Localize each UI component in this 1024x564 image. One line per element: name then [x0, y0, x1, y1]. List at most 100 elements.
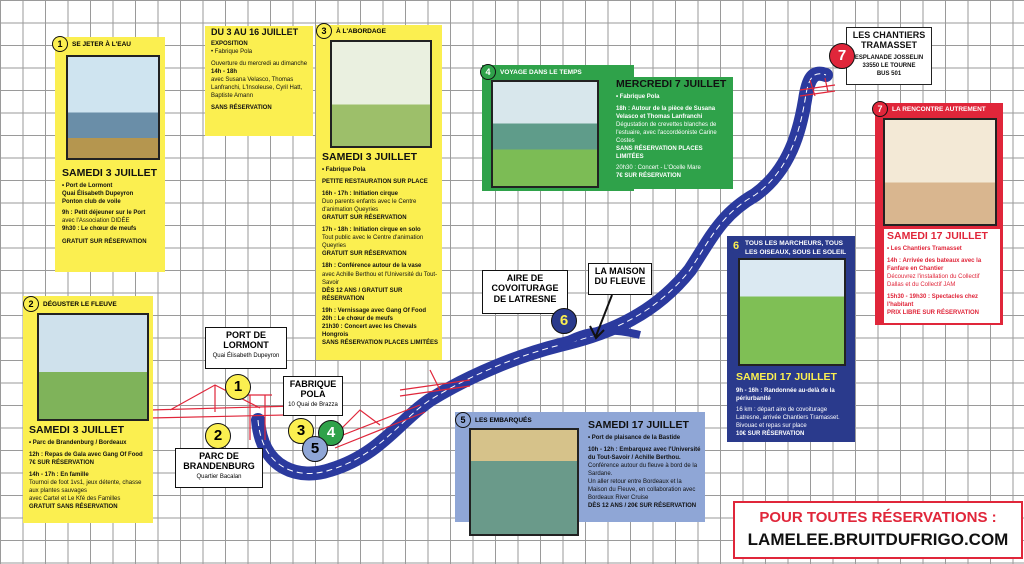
stop-1-line: Quai Élisabeth Dupeyron	[62, 190, 134, 197]
stop-2-line: • Parc de Brandenburg / Bordeaux	[29, 439, 127, 446]
stop-7-line: Découvrez l'installation du Collectif Da…	[887, 273, 980, 288]
stop-4-line: • Fabrique Pola	[616, 93, 660, 100]
stop-5-line: Un aller retour entre Bordeaux et la Mai…	[588, 479, 696, 502]
map-marker-1[interactable]: 1	[225, 374, 251, 400]
stop-3-line: PETITE RESTAURATION SUR PLACE	[322, 178, 428, 185]
reservation-heading: POUR TOUTES RÉSERVATIONS :	[759, 509, 997, 526]
stop-3-line: 18h : Conférence autour de la vase	[322, 263, 422, 270]
stop-4-line: Dégustation de crevettes blanches de l'e…	[616, 121, 717, 145]
label-parc-brandenburg: PARC DE BRANDENBURG Quartier Bacalan	[175, 448, 263, 488]
marker-badge-4: 4	[480, 64, 496, 80]
marker-badge-6: 6	[728, 238, 744, 254]
marker-badge-7: 7	[872, 101, 888, 117]
stop-3-line: DÈS 12 ANS / GRATUIT SUR RÉSERVATION	[322, 287, 403, 302]
bridge-tramasset	[799, 77, 836, 97]
illustration-lormont-port	[66, 55, 160, 160]
stop-5-line: DÈS 12 ANS / 20€ SUR RÉSERVATION	[588, 503, 697, 510]
chantiers-title: LES CHANTIERS TRAMASSET	[852, 30, 926, 50]
expo-line: avec Susana Velasco, Thomas Lanfranchi, …	[211, 77, 303, 100]
stop-7-line: • Les Chantiers Tramasset	[887, 245, 962, 252]
stop-6-date: SAMEDI 17 JUILLET	[736, 371, 837, 383]
chantiers-line: BUS 501	[876, 70, 902, 77]
stop-6-line: Bivouac et repas sur place	[736, 422, 807, 429]
stop-7-line: 14h : Arrivée des bateaux avec la Fanfar…	[887, 257, 982, 272]
stop-1-date: SAMEDI 3 JUILLET	[62, 167, 158, 179]
map-marker-5[interactable]: 5	[302, 436, 328, 462]
stop-1-line: 9h30 : Le chœur de meufs	[62, 226, 137, 233]
stop-2-line: avec Cartel et Le Kfé des Familles	[29, 496, 121, 503]
chantiers-line: ESPLANADE JOSSELIN	[854, 54, 924, 61]
label-fabrique-pola: FABRIQUE POLA 10 Quai de Brazza	[283, 376, 343, 416]
stop-2-line: Tournoi de foot 1vs1, jeux détente, chas…	[29, 479, 142, 495]
stop-2-tag: DÉGUSTER LE FLEUVE	[43, 301, 117, 308]
stop-2-date: SAMEDI 3 JUILLET	[29, 424, 125, 436]
stop-3-line: SANS RÉSERVATION PLACES LIMITÉES	[322, 340, 439, 347]
stop-1-tag: SE JETER À L'EAU	[72, 41, 131, 48]
stop-2-line: 12h : Repas de Gala avec Gang Of Food	[29, 451, 143, 458]
reservation-box: POUR TOUTES RÉSERVATIONS : LAMELEE.BRUIT…	[733, 501, 1023, 559]
stop-3-line: 19h : Vernissage avec Gang Of Food	[322, 307, 427, 314]
map-marker-6[interactable]: 6	[551, 308, 577, 334]
illustration-voyage-temps	[491, 80, 599, 188]
stop-4-line: 18h : Autour de la pièce de Susana Velas…	[616, 105, 716, 120]
stop-1-line: Ponton club de voile	[62, 198, 121, 205]
stop-4-text: MERCREDI 7 JUILLET • Fabrique Pola 18h :…	[613, 77, 733, 189]
stop-1-line: 9h : Petit déjeuner sur le Port	[62, 209, 146, 216]
illustration-fabrique-pola	[330, 40, 432, 148]
illustration-embarques	[469, 428, 579, 536]
stop-3-line: avec Achille Berthou et l'Université du …	[322, 271, 438, 286]
expo-subtitle: EXPOSITION	[211, 40, 248, 47]
label-pola-title: FABRIQUE POLA	[289, 379, 337, 400]
label-port-lormont: PORT DE LORMONT Quai Élisabeth Dupeyron	[205, 327, 287, 369]
stop-7-line: 15h30 - 19h30 : Spectacles chez l'habita…	[887, 294, 979, 309]
label-port-lormont-title: PORT DE LORMONT	[223, 330, 269, 351]
label-brandenburg-title: PARC DE BRANDENBURG	[183, 451, 255, 472]
label-maison-fleuve: LA MAISON DU FLEUVE	[588, 263, 652, 295]
label-port-lormont-sub: Quai Élisabeth Dupeyron	[212, 352, 280, 359]
map-marker-7[interactable]: 7	[829, 43, 855, 69]
marker-badge-1: 1	[52, 36, 68, 52]
expo-date: DU 3 AU 16 JUILLET	[211, 27, 299, 37]
stop-1-line: GRATUIT SUR RÉSERVATION	[62, 239, 147, 246]
expo-line: 14h - 18h	[211, 69, 238, 76]
stop-6-line: 16 km : départ aire de covoiturage Latre…	[736, 406, 840, 421]
stop-3-line: 20h : Le chœur de meufs	[322, 316, 394, 323]
map-marker-3[interactable]: 3	[288, 418, 314, 444]
stop-3-line: 21h30 : Concert avec les Chevals Hongroi…	[322, 324, 417, 339]
marker-badge-2: 2	[23, 296, 39, 312]
chantiers-tramasset-label: LES CHANTIERS TRAMASSET ESPLANADE JOSSEL…	[846, 27, 932, 85]
expo-panel	[205, 26, 313, 136]
stop-7-text: SAMEDI 17 JUILLET • Les Chantiers Tramas…	[884, 229, 1000, 323]
stop-1-line: • Port de Lormont	[62, 182, 113, 189]
stop-1-text: SAMEDI 3 JUILLET • Port de Lormont Quai …	[62, 167, 162, 246]
reservation-url[interactable]: LAMELEE.BRUITDUFRIGO.COM	[747, 530, 1009, 549]
chantiers-line: 33550 LE TOURNE	[862, 62, 916, 69]
stop-6-line: 10€ SUR RÉSERVATION	[736, 431, 805, 438]
stop-4-line: SANS RÉSERVATION PLACES LIMITÉES	[616, 146, 703, 161]
stop-2-line: 14h - 17h : En famille	[29, 471, 89, 478]
marker-badge-5: 5	[455, 412, 471, 428]
bridges	[149, 77, 836, 449]
label-covoit-title: AIRE DE COVOITURAGE DE LATRESNE	[491, 273, 559, 304]
stop-2-line: GRATUIT SANS RÉSERVATION	[29, 504, 118, 511]
stop-5-text: SAMEDI 17 JUILLET • Port de plaisance de…	[588, 419, 702, 510]
stop-3-line: 16h - 17h : Initiation cirque	[322, 190, 399, 197]
bridge-bastide	[329, 404, 426, 449]
stop-2-text: SAMEDI 3 JUILLET • Parc de Brandenburg /…	[29, 424, 151, 511]
bridge-latresne	[399, 369, 471, 397]
label-aire-covoiturage: AIRE DE COVOITURAGE DE LATRESNE	[482, 270, 568, 314]
illustration-chantiers	[883, 118, 997, 226]
stop-3-date: SAMEDI 3 JUILLET	[322, 151, 418, 163]
stop-5-line: 10h - 12h : Embarquez avec l'Université …	[588, 446, 701, 461]
stop-3-line: Tout public avec le Centre d'animation Q…	[322, 235, 424, 250]
stop-3-text: SAMEDI 3 JUILLET • Fabrique Pola PETITE …	[322, 151, 439, 347]
marker-badge-3: 3	[316, 23, 332, 39]
illustration-brandenburg	[37, 313, 149, 421]
stop-4-line: 7€ SUR RÉSERVATION	[616, 173, 682, 180]
stop-7-tag: LA RENCONTRE AUTREMENT	[892, 106, 986, 113]
label-maison-title: LA MAISON DU FLEUVE	[594, 266, 646, 287]
map-marker-2[interactable]: 2	[205, 423, 231, 449]
label-brandenburg-sub: Quartier Bacalan	[196, 473, 242, 480]
bridge-chaban	[245, 394, 272, 440]
